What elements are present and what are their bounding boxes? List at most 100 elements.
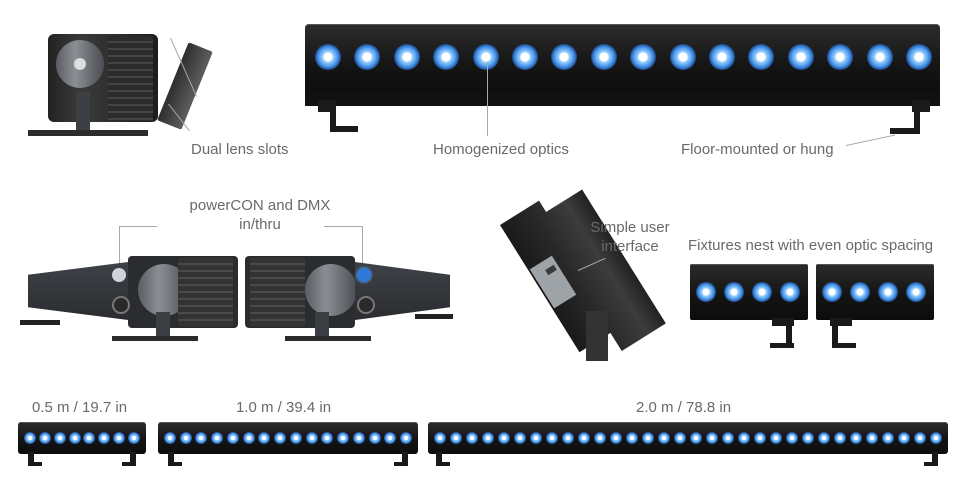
led-optic xyxy=(98,432,111,444)
nest-leds xyxy=(690,264,934,320)
side-view-fixture xyxy=(28,22,178,137)
led-optic xyxy=(289,432,302,444)
led-optic xyxy=(472,44,499,70)
led-optic xyxy=(305,432,318,444)
led-optic xyxy=(658,432,670,444)
led-optic xyxy=(690,432,702,444)
led-optic xyxy=(786,432,798,444)
led-optic xyxy=(179,432,192,444)
led-optic xyxy=(562,432,574,444)
led-optic xyxy=(594,432,606,444)
led-optic xyxy=(706,432,718,444)
floor-mounted-label: Floor-mounted or hung xyxy=(681,141,834,158)
led-optic xyxy=(164,432,176,444)
led-optic xyxy=(738,432,750,444)
led-optic xyxy=(674,432,686,444)
led-optic xyxy=(787,44,814,70)
back-view-right xyxy=(245,250,455,345)
led-optic xyxy=(352,432,365,444)
led-optic xyxy=(722,432,734,444)
powercon-label-line2: in/thru xyxy=(239,216,281,233)
led-optic xyxy=(626,432,638,444)
led-optic xyxy=(211,432,224,444)
led-optic xyxy=(68,432,81,444)
led-optic xyxy=(850,432,862,444)
led-optic xyxy=(368,432,381,444)
homogenized-optics-label: Homogenized optics xyxy=(433,141,569,158)
led-optic xyxy=(882,432,894,444)
led-optic xyxy=(53,432,66,444)
led-optic xyxy=(195,432,208,444)
led-optic xyxy=(113,432,126,444)
led-optic xyxy=(482,432,494,444)
led-optic xyxy=(498,432,510,444)
led-optic xyxy=(822,282,842,302)
led-optic xyxy=(642,432,654,444)
led-optic xyxy=(242,432,255,444)
led-optic xyxy=(354,44,381,70)
led-optic xyxy=(514,432,526,444)
led-optic xyxy=(512,44,538,70)
led-optic xyxy=(433,44,460,70)
led-optic xyxy=(748,44,775,70)
led-optic xyxy=(128,432,140,444)
led-optic xyxy=(834,432,846,444)
led-optic xyxy=(630,44,657,70)
led-optic xyxy=(466,432,478,444)
led-optic xyxy=(866,432,878,444)
led-optic xyxy=(866,44,893,70)
led-optic xyxy=(226,432,239,444)
simple-ui-label: Simple user interface xyxy=(580,218,680,256)
led-optic xyxy=(83,432,96,444)
led-optic xyxy=(906,282,926,302)
led-optic xyxy=(24,432,36,444)
led-optic xyxy=(930,432,942,444)
led-optic xyxy=(752,282,772,302)
led-optic xyxy=(610,432,622,444)
size-20-label: 2.0 m / 78.8 in xyxy=(636,399,732,416)
angled-fixture xyxy=(478,189,666,375)
led-optic xyxy=(393,44,420,70)
led-optic xyxy=(669,44,696,70)
led-optic xyxy=(878,282,898,302)
led-optic xyxy=(337,432,350,444)
back-view-left xyxy=(20,250,245,345)
nest-label: Fixtures nest with even optic spacing xyxy=(688,237,934,254)
powercon-label: powerCON and DMX in/thru xyxy=(150,196,370,234)
led-optic xyxy=(546,432,558,444)
simple-ui-label-line2: interface xyxy=(601,238,659,255)
led-optic xyxy=(914,432,926,444)
led-optic xyxy=(780,282,800,302)
powercon-label-line1: powerCON and DMX xyxy=(189,197,331,214)
led-optic xyxy=(590,44,617,70)
simple-ui-label-line1: Simple user xyxy=(590,219,670,236)
led-optic xyxy=(696,282,716,302)
led-optic xyxy=(818,432,830,444)
fixture-10m-leds xyxy=(158,422,418,454)
led-optic xyxy=(400,432,412,444)
fixture-20m-leds xyxy=(428,422,948,454)
led-optic xyxy=(551,44,578,70)
led-optic xyxy=(850,282,870,302)
led-optic xyxy=(384,432,397,444)
led-optic xyxy=(38,432,51,444)
main-fixture-leds xyxy=(305,24,940,104)
led-optic xyxy=(802,432,814,444)
led-optic xyxy=(724,282,744,302)
size-05-label: 0.5 m / 19.7 in xyxy=(32,399,128,416)
led-optic xyxy=(578,432,590,444)
led-optic xyxy=(530,432,542,444)
led-optic xyxy=(770,432,782,444)
led-optic xyxy=(827,44,854,70)
size-10-label: 1.0 m / 39.4 in xyxy=(236,399,332,416)
led-optic xyxy=(258,432,271,444)
led-optic xyxy=(274,432,287,444)
led-optic xyxy=(906,44,932,70)
led-optic xyxy=(754,432,766,444)
led-optic xyxy=(315,44,341,70)
led-optic xyxy=(434,432,446,444)
led-optic xyxy=(450,432,462,444)
led-optic xyxy=(321,432,334,444)
led-optic xyxy=(898,432,910,444)
dual-lens-slots-label: Dual lens slots xyxy=(191,141,289,158)
